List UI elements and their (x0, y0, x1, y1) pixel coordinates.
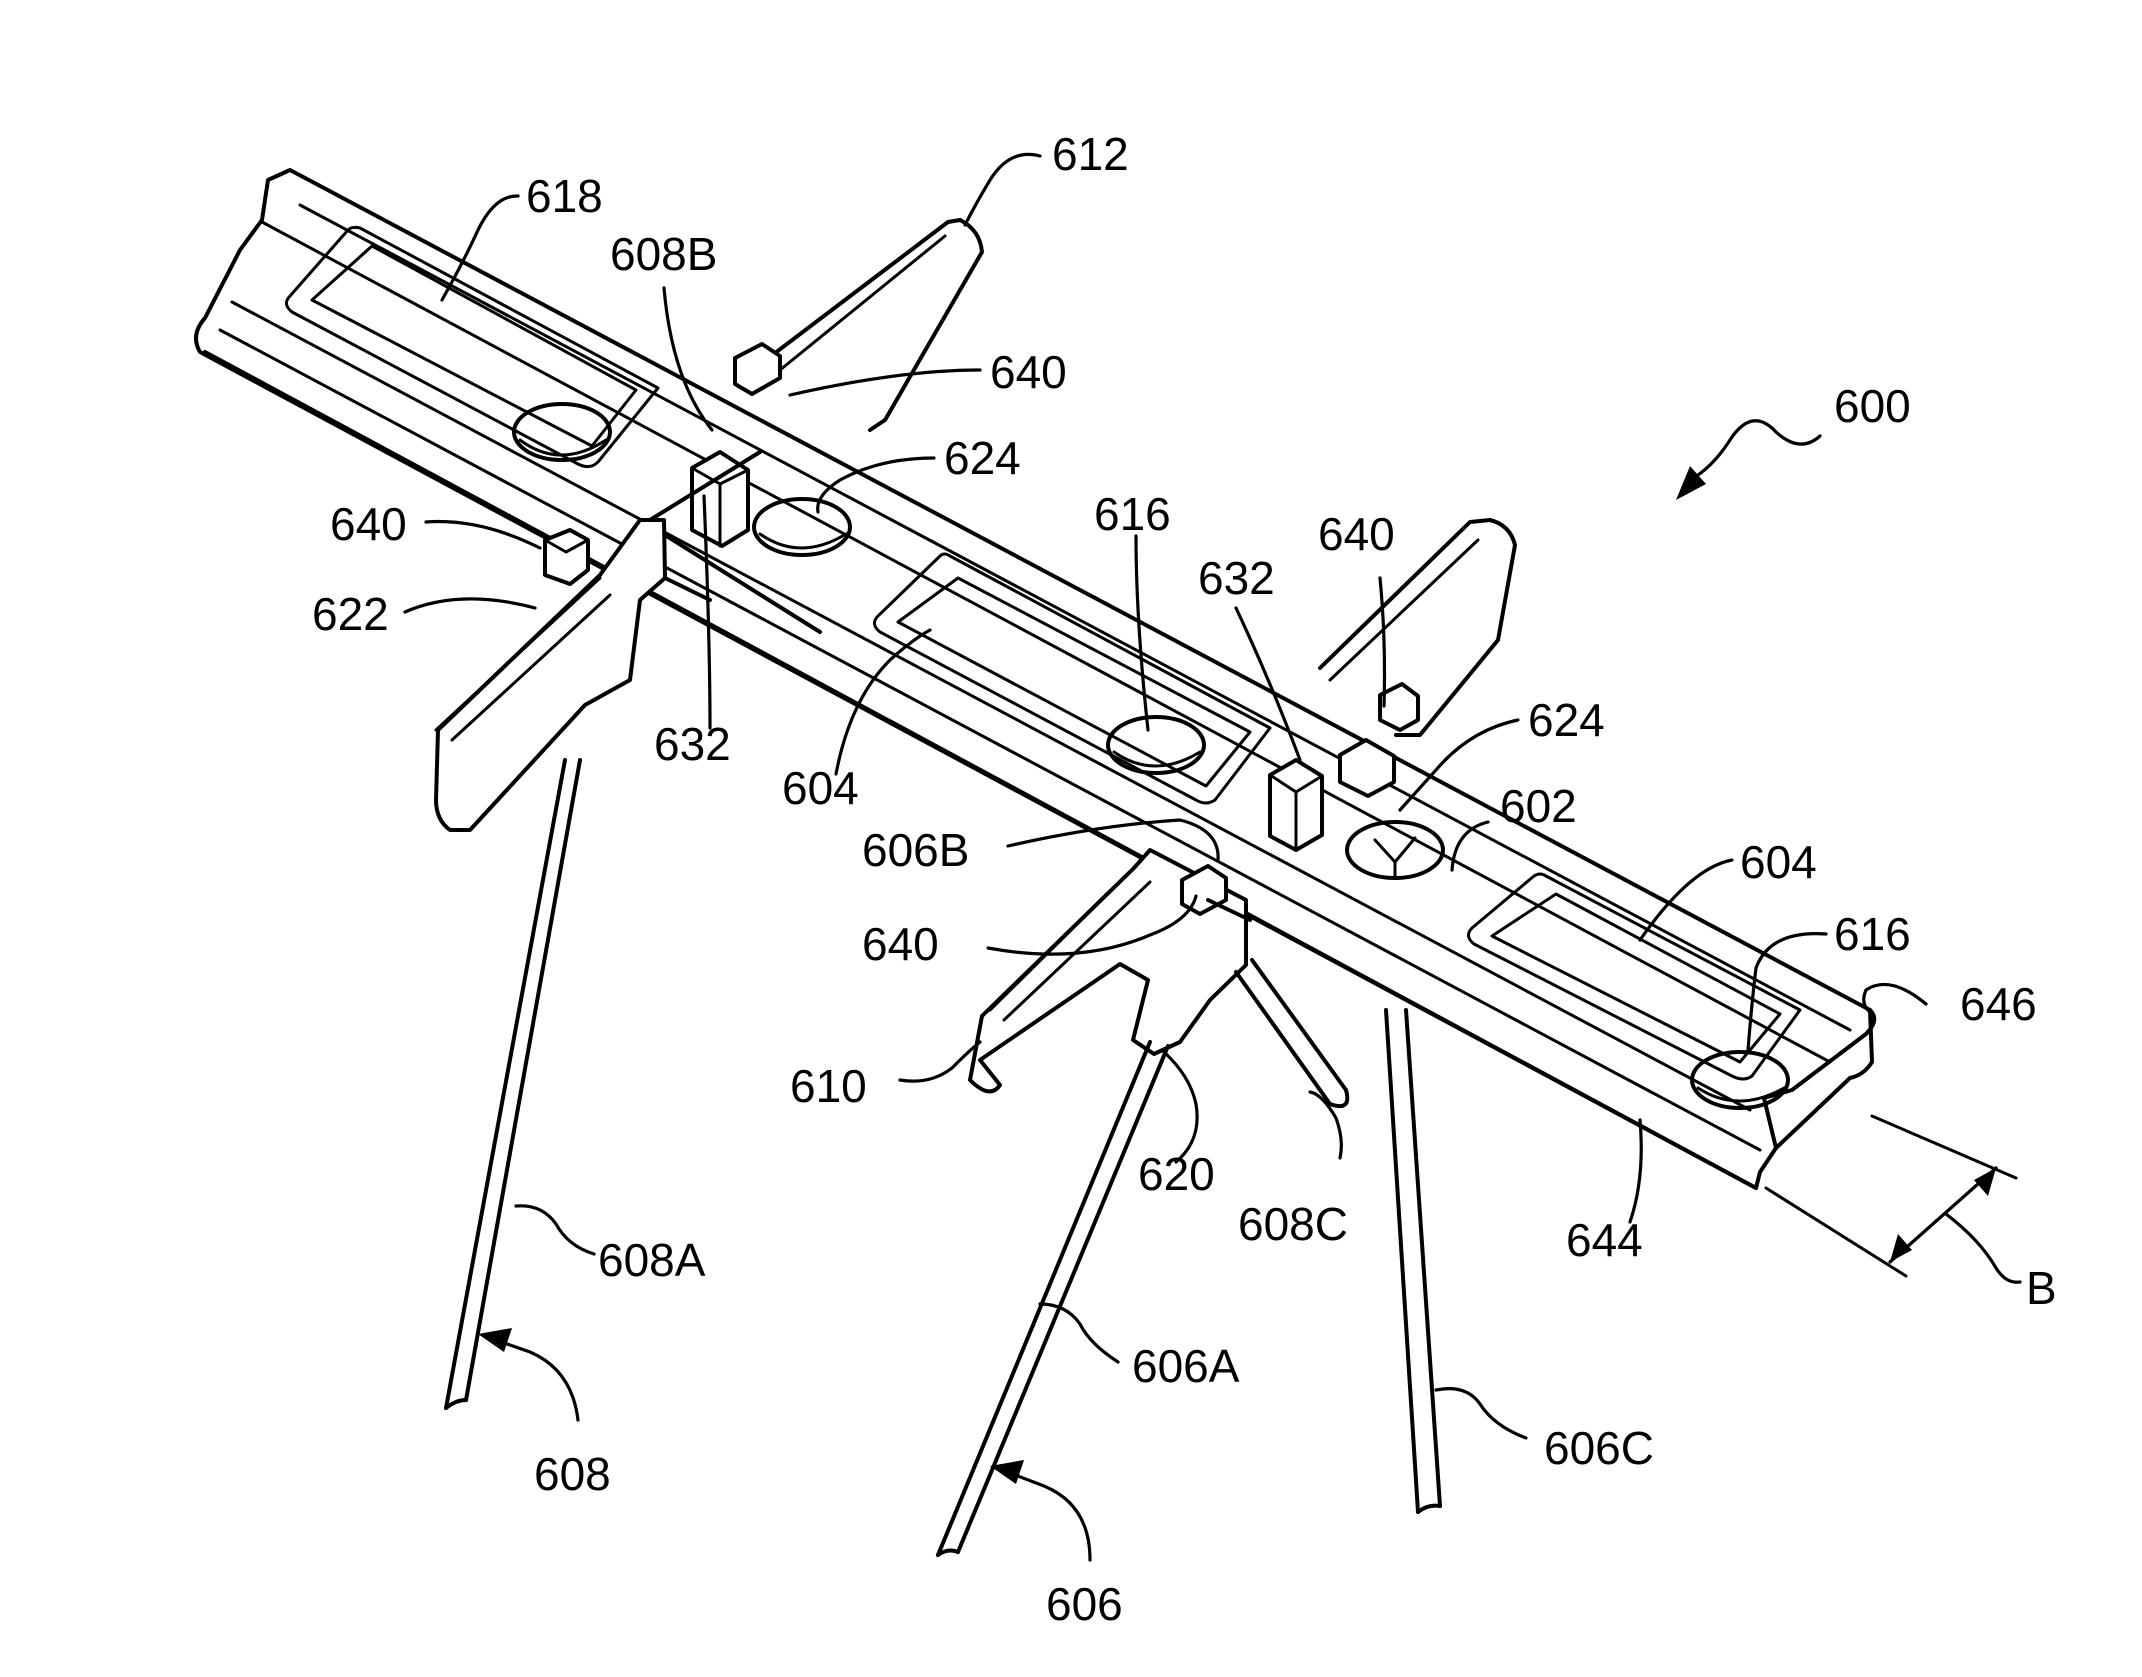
dimension-b (1766, 1116, 2020, 1282)
label-608b: 608B (610, 228, 717, 280)
label-616-mid: 616 (1094, 488, 1171, 540)
label-622: 622 (312, 588, 389, 640)
label-b: B (2026, 1262, 2057, 1314)
label-612: 612 (1052, 128, 1129, 180)
rail-body (196, 170, 1874, 1188)
label-608c: 608C (1238, 1198, 1348, 1250)
label-606b: 606B (862, 824, 969, 876)
label-618: 618 (526, 170, 603, 222)
label-640-top: 640 (990, 346, 1067, 398)
label-602: 602 (1500, 780, 1577, 832)
label-632-right: 632 (1198, 552, 1275, 604)
label-644: 644 (1566, 1214, 1643, 1266)
label-616-right: 616 (1834, 908, 1911, 960)
label-604-left: 604 (782, 762, 859, 814)
label-600: 600 (1834, 380, 1911, 432)
label-604-right: 604 (1740, 836, 1817, 888)
label-632-left: 632 (654, 718, 731, 770)
lower-cross-arm (970, 850, 1250, 1091)
label-606a: 606A (1132, 1340, 1240, 1392)
label-646: 646 (1960, 978, 2037, 1030)
label-610: 610 (790, 1060, 867, 1112)
label-624-right: 624 (1528, 694, 1605, 746)
label-640-left: 640 (330, 498, 407, 550)
label-620: 620 (1138, 1148, 1215, 1200)
label-608a: 608A (598, 1234, 706, 1286)
label-606: 606 (1046, 1578, 1123, 1630)
label-606c: 606C (1544, 1422, 1654, 1474)
label-608: 608 (534, 1448, 611, 1500)
wires (446, 760, 1440, 1555)
label-624-left: 624 (944, 432, 1021, 484)
label-640-bottom: 640 (862, 918, 939, 970)
label-640-right: 640 (1318, 508, 1395, 560)
